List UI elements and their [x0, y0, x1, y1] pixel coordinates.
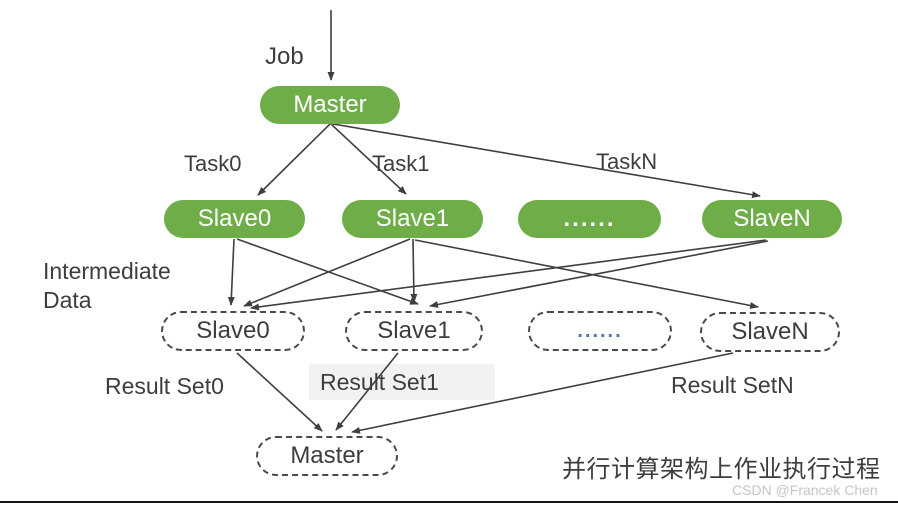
result-setN-label: Result SetN	[671, 372, 794, 398]
node-slave0: Slave0	[164, 200, 305, 238]
diagram-caption: 并行计算架构上作业执行过程	[562, 456, 881, 483]
edge-slaveN-dslave1	[429, 240, 769, 308]
task0-label: Task0	[184, 151, 242, 176]
edge-master-slaveN	[332, 123, 761, 199]
intermediate-data-label-line2: Data	[43, 287, 92, 313]
intermediate-data-label-line1: Intermediate	[43, 258, 171, 284]
csdn-watermark: CSDN @Francek Chen	[732, 482, 878, 498]
edge-slave1-dslaveN	[414, 239, 759, 309]
bottom-divider	[0, 501, 898, 503]
edge-dslaveN-master	[351, 352, 734, 434]
node-dashed-slave0: Slave0	[161, 311, 305, 351]
result-set1-label: Result Set1	[320, 369, 439, 395]
node-dashed-slaveN: SlaveN	[700, 312, 840, 352]
node-slaveN: SlaveN	[702, 200, 842, 238]
edge-slave0-dslave0	[227, 238, 235, 306]
edge-dslave0-master	[236, 352, 323, 432]
edge-slaveN-dslave0	[250, 239, 767, 311]
edge-master-slave1	[330, 123, 407, 195]
task1-label: Task1	[372, 151, 430, 176]
node-dashed-slave1: Slave1	[345, 311, 483, 351]
edge-master-slave0	[257, 123, 331, 196]
node-dashed-ellipsis: ......	[528, 311, 672, 351]
result-set1-highlight	[309, 364, 495, 400]
job-label: Job	[265, 43, 304, 70]
node-master-top: Master	[260, 86, 400, 124]
result-set0-label: Result Set0	[105, 373, 224, 399]
taskN-label: TaskN	[596, 149, 658, 174]
edge-slave1-dslave0	[243, 238, 411, 307]
node-ellipsis: ......	[518, 200, 661, 238]
node-slave1: Slave1	[342, 200, 483, 238]
node-master-bottom: Master	[256, 436, 398, 476]
edge-slave1-dslave1	[410, 238, 418, 303]
edge-dslave1-master	[335, 352, 399, 431]
